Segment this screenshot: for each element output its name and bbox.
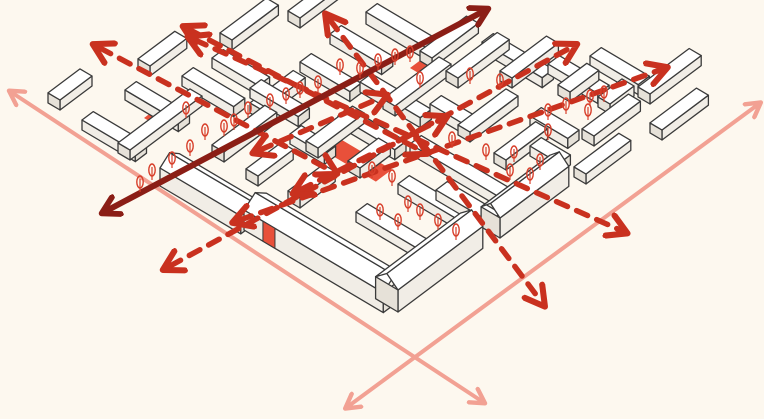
tree-icon (483, 144, 489, 160)
tree-icon (389, 170, 395, 186)
tree-icon (149, 164, 155, 180)
building (220, 0, 278, 50)
buildings (48, 0, 708, 313)
tree-icon (585, 104, 591, 120)
tree-icon (202, 124, 208, 140)
building (574, 133, 631, 184)
building (288, 0, 348, 28)
building (48, 69, 92, 110)
tree-icon (187, 140, 193, 156)
